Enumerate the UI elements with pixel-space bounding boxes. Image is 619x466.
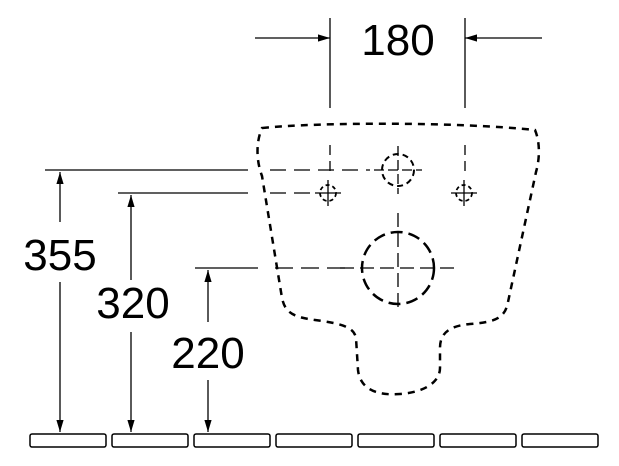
floor-tile (193, 433, 271, 448)
height-label-320: 320 (96, 279, 169, 328)
spacing-dimension (255, 18, 542, 172)
toilet-outline (256, 122, 541, 396)
reference-lines (45, 169, 370, 269)
floor-tile (521, 433, 599, 448)
outlet-opening (340, 213, 455, 310)
floor-tiles (29, 433, 599, 448)
floor-tile (29, 433, 107, 448)
floor-tile (111, 433, 189, 448)
floor-tile (357, 433, 435, 448)
height-label-220: 220 (171, 329, 244, 378)
spacing-label: 180 (361, 16, 434, 65)
floor-tile (275, 433, 353, 448)
right-mounting-hole (451, 180, 477, 206)
upper-center-hole (374, 146, 422, 194)
left-mounting-hole (315, 180, 341, 206)
height-label-355: 355 (23, 231, 96, 280)
floor-tile (439, 433, 517, 448)
